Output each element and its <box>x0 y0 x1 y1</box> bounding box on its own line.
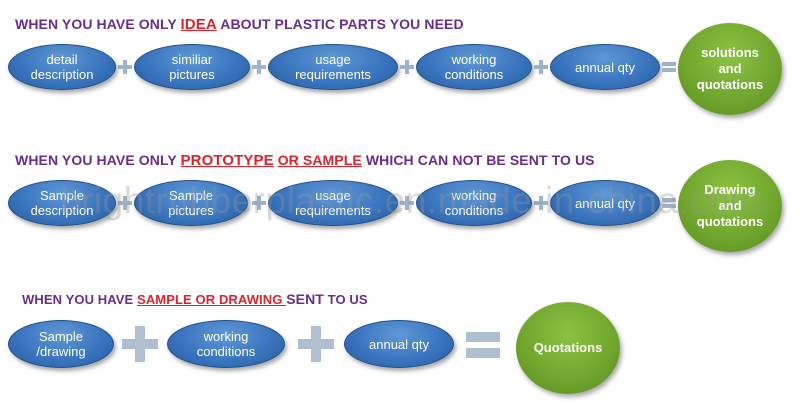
row1-step-working-conditions: working conditions <box>416 44 532 90</box>
equals-icon <box>662 61 676 73</box>
watermark: brightrubberplastic.en.made-in-china.com <box>60 180 761 221</box>
row2-heading-after: WHICH CAN NOT BE SENT TO US <box>361 152 595 168</box>
row1-heading-before: WHEN YOU HAVE ONLY <box>15 16 181 32</box>
row1-heading-highlight: IDEA <box>180 16 217 33</box>
row2-step-usage-requirements: usage requirements <box>268 180 398 226</box>
row1-step-usage-requirements: usage requirements <box>268 44 398 90</box>
row3-heading-highlight: SAMPLE OR DRAWING <box>137 292 287 307</box>
equals-icon <box>662 197 676 209</box>
row3-heading: WHEN YOU HAVE SAMPLE OR DRAWING SENT TO … <box>22 291 368 307</box>
plus-icon <box>400 196 414 210</box>
plus-icon <box>252 60 266 74</box>
row1-step-similiar-pictures: similiar pictures <box>134 44 250 90</box>
row3-heading-after: SENT <box>286 291 324 307</box>
row2-heading: WHEN YOU HAVE ONLY PROTOTYPE OR SAMPLE W… <box>15 152 595 169</box>
row2-heading-highlight2: OR SAMPLE <box>277 152 362 168</box>
row3-step-working-conditions: working conditions <box>167 320 285 368</box>
plus-icon <box>252 196 266 210</box>
plus-icon <box>400 60 414 74</box>
plus-icon <box>122 326 158 362</box>
plus-icon <box>298 326 334 362</box>
row3-result: Quotations <box>516 302 620 394</box>
row1-heading-after: ABOUT PLASTIC PARTS YOU NEED <box>216 16 464 32</box>
plus-icon <box>118 196 132 210</box>
row1-heading: WHEN YOU HAVE ONLY IDEA ABOUT PLASTIC PA… <box>15 16 464 33</box>
row3-heading-after2: TO US <box>323 292 368 307</box>
row1-step-annual-qty: annual qty <box>550 44 660 90</box>
row1-result: solutions and quotations <box>678 23 782 115</box>
row2-heading-highlight: PROTOTYPE <box>180 152 274 169</box>
row3-step-sample-drawing: Sample /drawing <box>8 320 114 368</box>
row2-step-sample-pictures: Sample pictures <box>134 180 248 226</box>
row2-heading-before: WHEN YOU HAVE ONLY <box>15 152 181 168</box>
row2-step-working-conditions: working conditions <box>416 180 532 226</box>
plus-icon <box>118 60 132 74</box>
row2-step-sample-description: Sample description <box>8 180 116 226</box>
equals-icon <box>466 330 500 360</box>
row1-step-detail-description: detail description <box>8 44 116 90</box>
row2-step-annual-qty: annual qty <box>550 180 660 226</box>
row2-result: Drawing and quotations <box>678 160 782 252</box>
plus-icon <box>534 60 548 74</box>
row3-step-annual-qty: annual qty <box>344 320 454 368</box>
plus-icon <box>534 196 548 210</box>
row3-heading-before: WHEN YOU HAVE <box>22 292 138 307</box>
